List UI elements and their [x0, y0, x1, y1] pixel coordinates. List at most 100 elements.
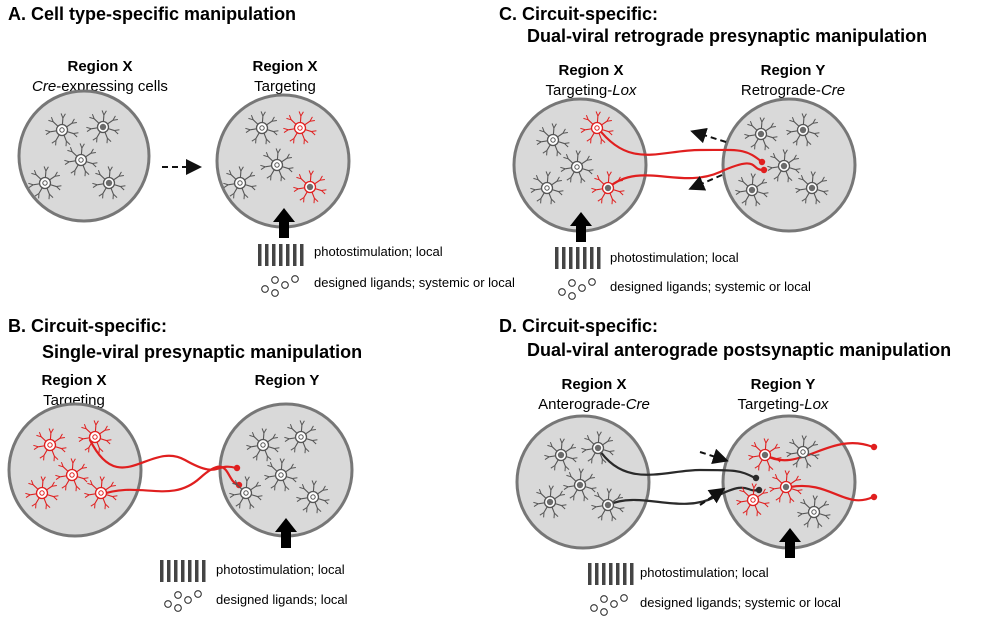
gray-neuron	[264, 458, 298, 492]
red-neuron	[736, 483, 770, 517]
panel-c-left-region-name: Region X	[558, 62, 624, 79]
panel-c-left-region-subtitle: Targeting-Lox	[545, 82, 637, 99]
gray-neuron	[229, 476, 263, 510]
panel-c-legend-ligands: designed ligands; systemic or local	[610, 279, 811, 294]
panel-b-right-region-circle	[218, 402, 354, 538]
red-neuron-labeled	[748, 438, 782, 472]
gray-neuron	[260, 148, 294, 182]
photostimulation-icon	[258, 244, 304, 266]
synaptic-terminals	[233, 158, 878, 501]
photostimulation-icon	[160, 560, 206, 582]
panel-d-title-line1: D. Circuit-specific:	[499, 316, 659, 336]
panel-d-stimulation-arrow	[779, 528, 801, 558]
gray-neuron-labeled	[735, 173, 769, 207]
gray-neuron-labeled	[744, 117, 778, 151]
red-neuron	[25, 476, 59, 510]
gray-neuron-labeled	[92, 166, 126, 200]
panel-d-output-lower	[788, 484, 875, 502]
panel-d-left-region-subtitle: Anterograde-Cre	[538, 396, 650, 413]
panel-a-left-region-name: Region X	[67, 58, 133, 75]
stimulation-arrows	[273, 208, 801, 558]
gray-neuron-labeled	[591, 488, 625, 522]
red-neuron	[55, 458, 89, 492]
panel-c-axon-lower	[606, 162, 765, 190]
terminal-dot	[758, 158, 766, 166]
ligand-icon	[164, 590, 202, 612]
photostimulation-icon	[588, 563, 634, 585]
panel-d-left-region-name: Region X	[561, 376, 627, 393]
ligand-icon	[590, 594, 628, 616]
gray-neuron-labeled	[86, 110, 120, 144]
terminal-dot	[870, 493, 878, 501]
panel-d-axon-upper	[596, 446, 757, 480]
gray-neuron	[64, 143, 98, 177]
gray-neuron	[45, 113, 79, 147]
red-neuron-labeled	[591, 171, 625, 205]
red-neuron	[283, 111, 317, 145]
panel-b-legend-ligands: designed ligands; local	[216, 592, 348, 607]
legend-icons	[160, 244, 634, 616]
panel-d-anterograde-arrow-upper	[699, 448, 729, 464]
red-neuron-labeled	[293, 170, 327, 204]
red-neuron	[33, 428, 67, 462]
panel-b-axon-upper	[88, 438, 238, 471]
terminal-dot	[870, 443, 878, 451]
dashed-arrows	[162, 127, 729, 506]
gray-neuron	[797, 495, 831, 529]
panel-d-anterograde-arrow-lower	[699, 487, 726, 506]
panel-b-title-line2: Single-viral presynaptic manipulation	[42, 342, 363, 362]
terminal-dot	[760, 166, 768, 174]
panel-b-axon-lower	[98, 465, 240, 497]
panel-c-right-region-name: Region Y	[760, 62, 826, 79]
gray-neuron	[246, 428, 280, 462]
panel-b-left-region-name: Region X	[41, 372, 107, 389]
panel-a-legend-photostimulation: photostimulation; local	[314, 244, 443, 259]
panel-b-stimulation-arrow	[275, 518, 297, 548]
gray-neuron	[28, 166, 62, 200]
ligand-icon	[261, 275, 299, 297]
gray-neuron-labeled	[563, 468, 597, 502]
gray-neuron	[284, 420, 318, 454]
panel-c-title-line1: C. Circuit-specific:	[499, 4, 659, 24]
gray-neuron	[530, 171, 564, 205]
panel-c-retrograde-arrow-upper	[690, 127, 727, 144]
gray-neuron-labeled	[767, 149, 801, 183]
axon-projections	[88, 126, 875, 507]
gray-neuron-labeled	[581, 431, 615, 465]
panel-c-axon-upper	[596, 126, 764, 164]
panel-a-legend-ligands: designed ligands; systemic or local	[314, 275, 515, 290]
panel-b-legend-photostimulation: photostimulation; local	[216, 562, 345, 577]
terminal-dot	[235, 481, 243, 489]
red-neuron	[580, 111, 614, 145]
panel-c-retrograde-arrow-lower	[688, 174, 723, 191]
panel-b-title-line1: B. Circuit-specific:	[8, 316, 168, 336]
panel-d-title-line2: Dual-viral anterograde postsynaptic mani…	[527, 340, 952, 360]
panel-a-stimulation-arrow	[273, 208, 295, 238]
gray-neuron-labeled	[795, 171, 829, 205]
gray-neuron	[296, 480, 330, 514]
red-neuron	[84, 476, 118, 510]
panel-a-right-region-subtitle: Targeting	[254, 78, 316, 95]
panel-a-right-region-name: Region X	[252, 58, 318, 75]
panel-c-stimulation-arrow	[570, 212, 592, 242]
gray-neuron-labeled	[533, 485, 567, 519]
panel-d-right-region-name: Region Y	[750, 376, 816, 393]
gray-neuron-labeled	[544, 438, 578, 472]
ligand-icon	[558, 278, 596, 300]
panel-d-legend-ligands: designed ligands; systemic or local	[640, 595, 841, 610]
panel-d-right-region-subtitle: Targeting-Lox	[737, 396, 829, 413]
panel-a-title: A. Cell type-specific manipulation	[8, 4, 297, 24]
red-neuron-labeled	[769, 470, 803, 504]
panel-b-right-region-name: Region Y	[254, 372, 320, 389]
panel-c-legend-photostimulation: photostimulation; local	[610, 250, 739, 265]
gray-neuron	[223, 166, 257, 200]
panel-c-title-line2: Dual-viral retrograde presynaptic manipu…	[527, 26, 928, 46]
neurons-layer	[25, 110, 831, 529]
terminal-dot	[752, 474, 760, 482]
panel-c-right-region-subtitle: Retrograde-Cre	[740, 82, 846, 99]
panel-d-legend-photostimulation: photostimulation; local	[640, 565, 769, 580]
gray-neuron	[560, 150, 594, 184]
red-neuron	[78, 420, 112, 454]
gray-neuron	[786, 435, 820, 469]
